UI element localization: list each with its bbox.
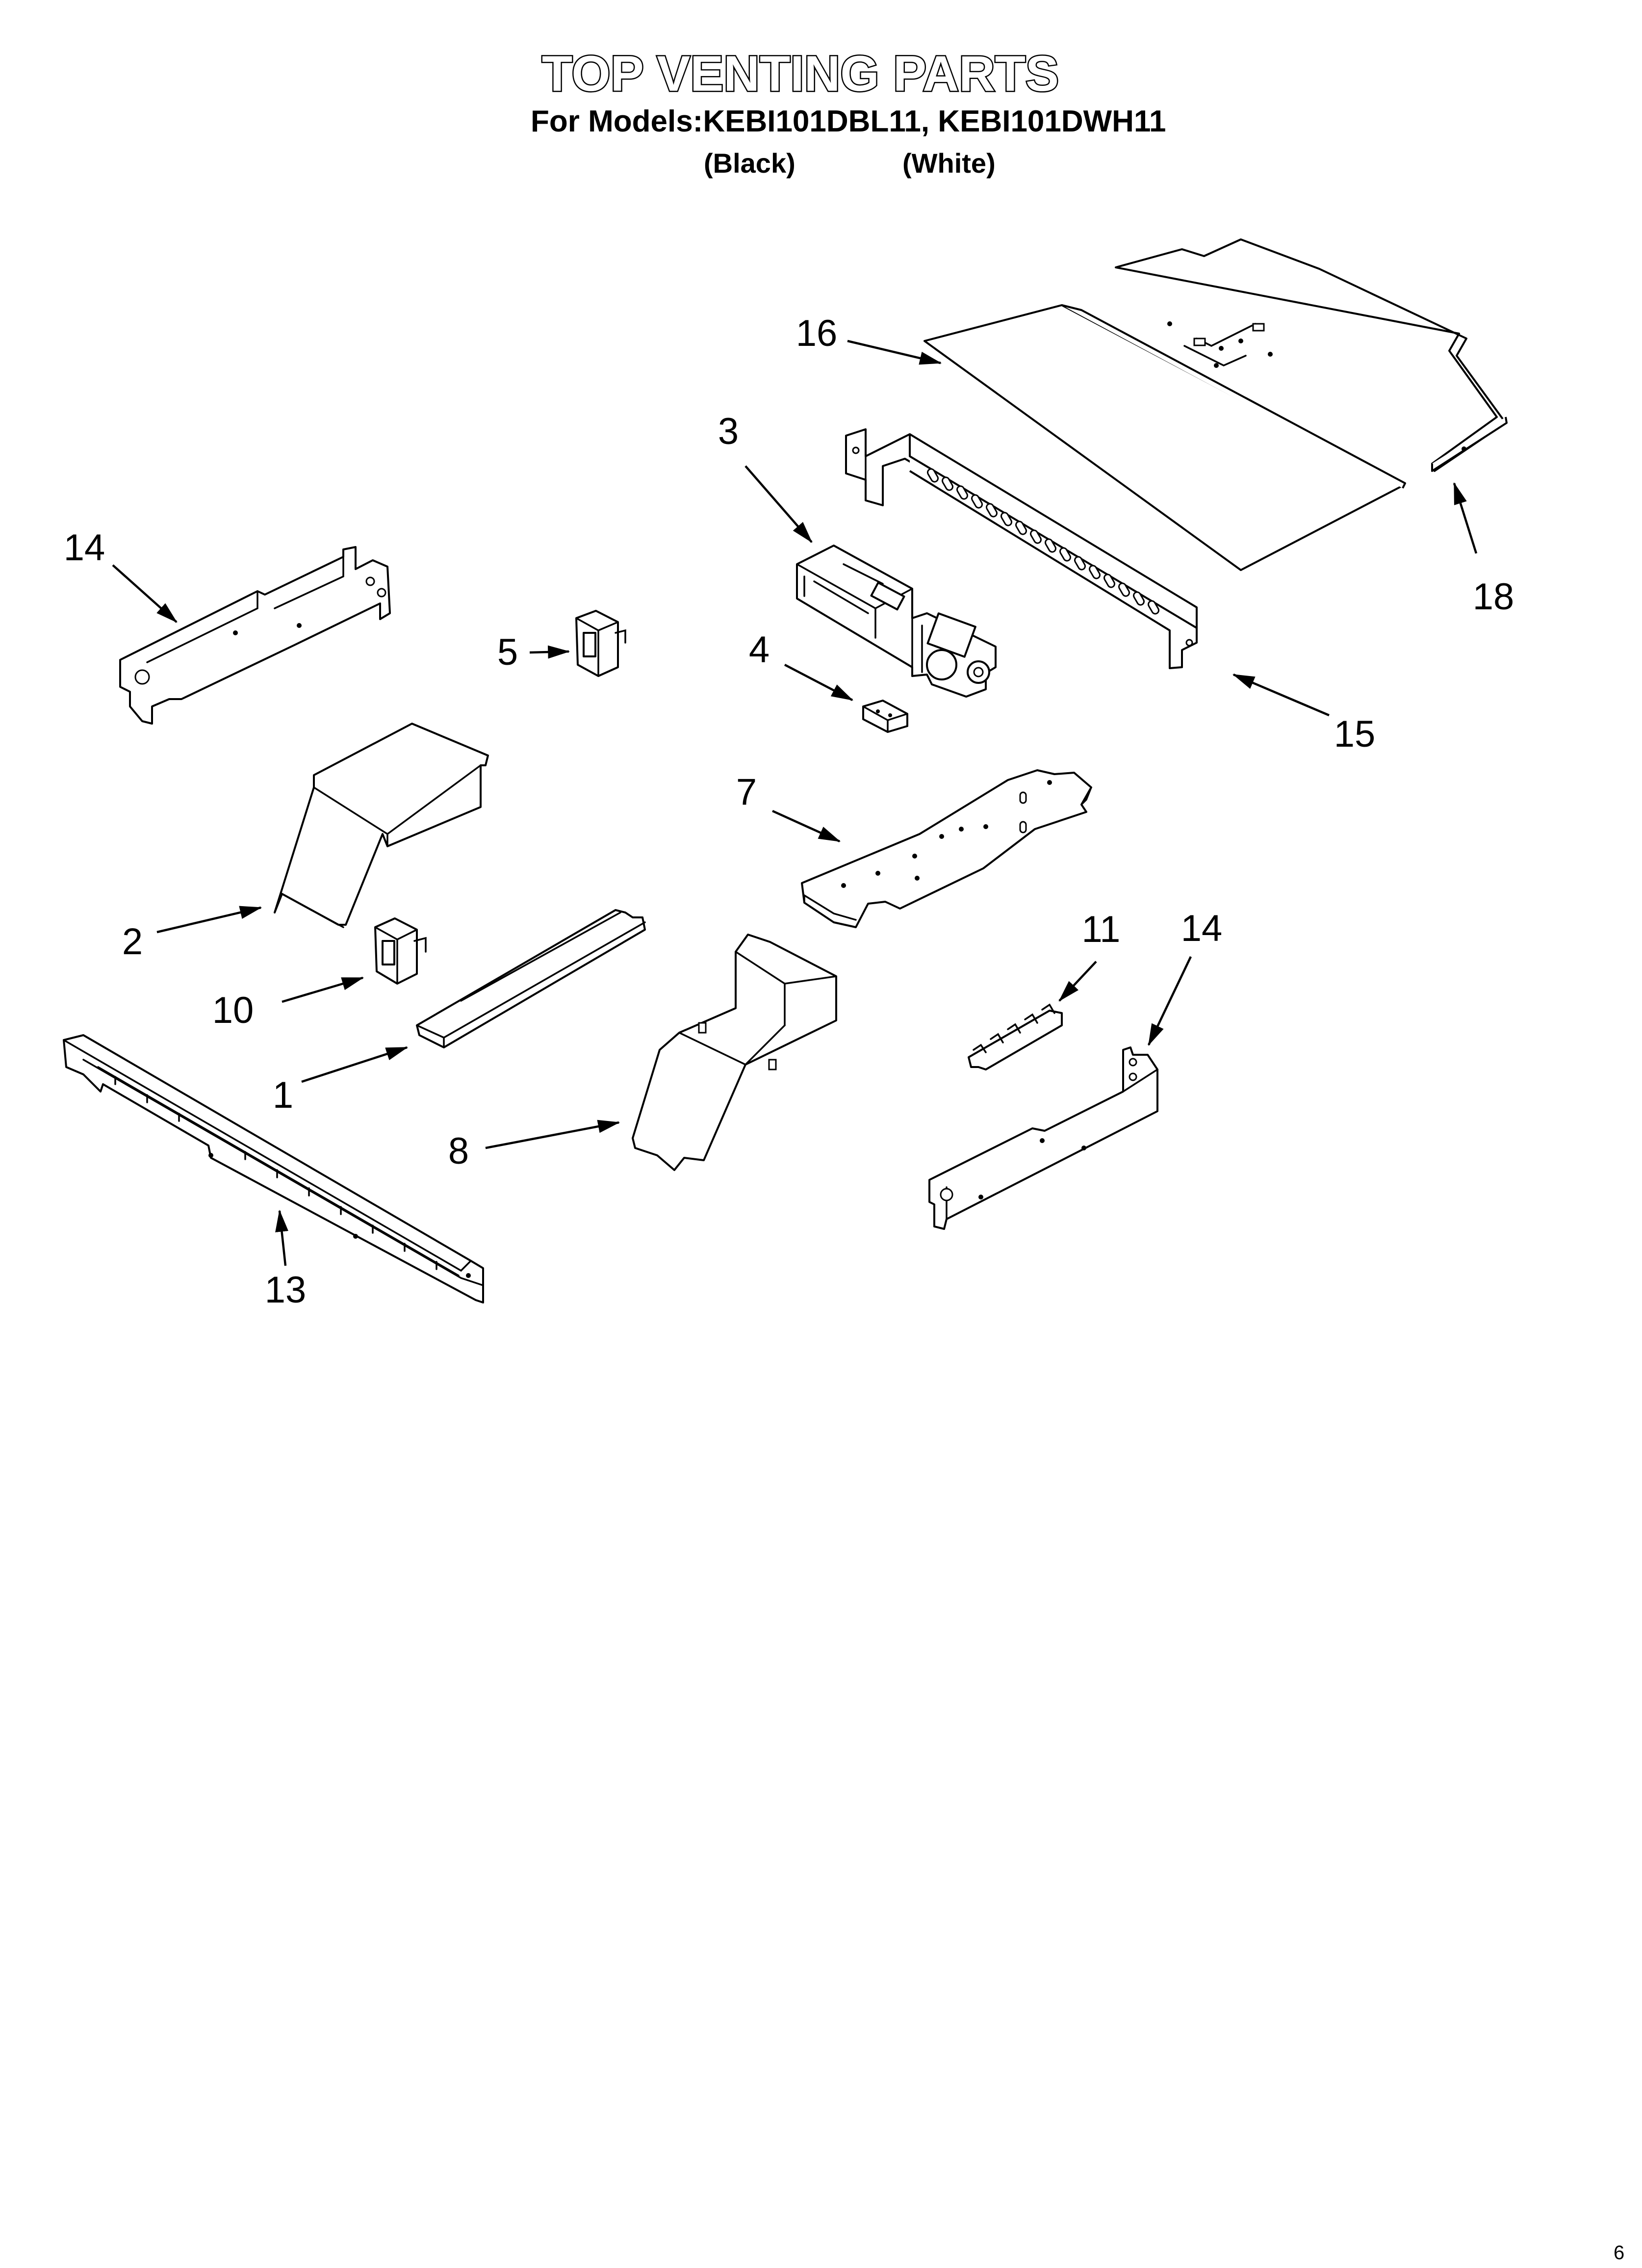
leader-11 [1058,961,1097,1002]
part-10-switch [374,917,427,985]
page-title: TOP VENTING PARTS [542,46,1059,102]
leader-13 [275,1209,288,1266]
part-1-channel [416,909,646,1048]
callout-10: 10 [212,990,254,1031]
part-2-duct [274,723,489,928]
models-line: For Models:KEBI101DBL11, KEBI101DWH11 [531,104,1166,138]
callout-8: 8 [448,1130,469,1172]
leader-14a [112,564,178,623]
callout-3: 3 [718,411,739,452]
callout-1: 1 [273,1074,293,1116]
leader-15 [1232,673,1330,717]
callout-2: 2 [122,921,143,963]
color-black-label: (Black) [704,148,795,179]
part-3-vent-motor-assembly [796,545,997,698]
part-16-top-panel [924,304,1406,571]
part-11-terminal-strip [968,1003,1063,1070]
callout-5: 5 [497,631,518,673]
part-5-switch [575,610,626,677]
part-13-long-rail [63,1034,484,1303]
part-14-side-bracket-left [119,546,391,725]
rail-ribs [114,1076,437,1270]
leader-3 [744,465,813,543]
page-number: 6 [1614,2242,1624,2264]
callout-labels: 16 3 14 18 5 4 15 7 2 11 14 10 1 8 13 [64,313,1514,1311]
part-18-rear-top-panel [1115,238,1508,472]
callout-4: 4 [749,629,770,671]
leader-16 [847,339,942,365]
leader-14b [1147,956,1192,1046]
part-7-mounting-plate [801,769,1092,928]
callout-15: 15 [1334,713,1376,755]
leader-4 [784,664,853,701]
callout-18: 18 [1473,576,1514,618]
callout-14b: 14 [1181,908,1223,949]
callout-14a: 14 [64,527,105,569]
callout-leaders [112,339,1478,1266]
leader-2 [156,906,262,934]
leader-8 [485,1120,620,1149]
part-14-side-bracket-right [928,1046,1158,1230]
leader-18 [1453,482,1478,554]
channel-slots [927,468,1159,615]
part-15-rear-channel [845,428,1198,669]
part-4-terminal-block [862,700,908,733]
callout-7: 7 [736,771,757,813]
leader-1 [301,1046,409,1083]
callout-16: 16 [796,313,838,354]
color-white-label: (White) [902,148,996,179]
leader-7 [772,809,841,843]
callout-13: 13 [265,1269,307,1311]
callout-11: 11 [1082,909,1121,950]
leader-10 [282,976,364,1003]
part-8-lower-duct [632,934,837,1171]
